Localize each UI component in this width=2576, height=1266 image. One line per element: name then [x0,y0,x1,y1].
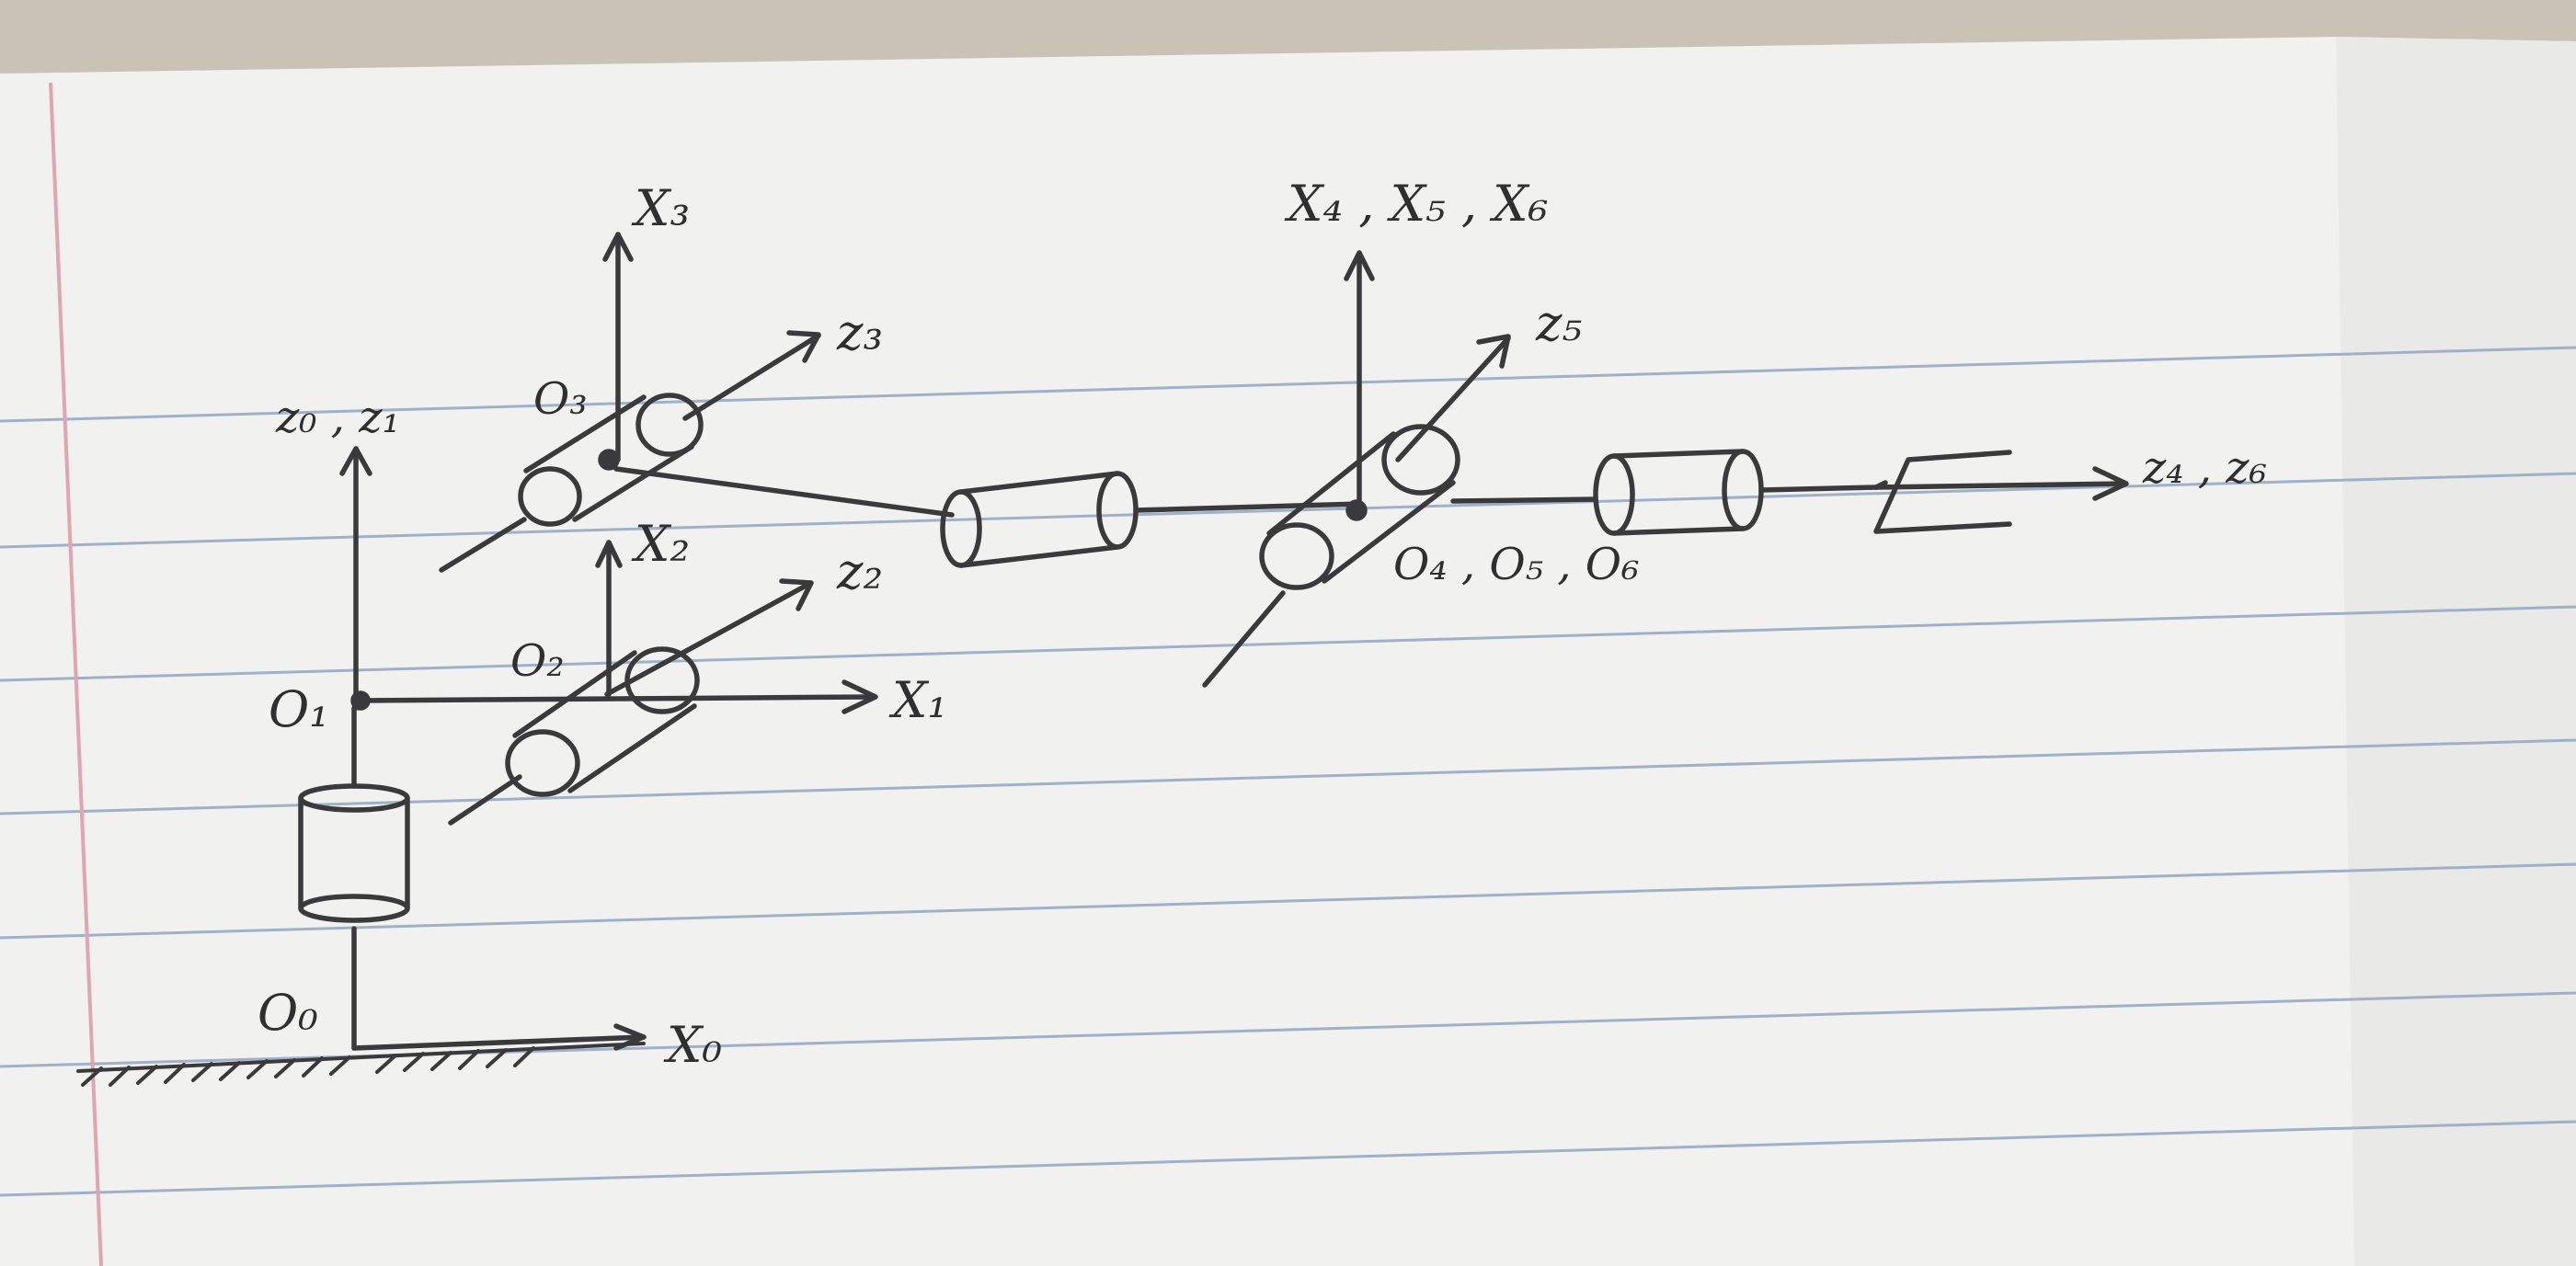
z0-z1-axis-arrow [339,446,372,711]
z5-axis-arrow [1395,334,1511,462]
label-z5: z₅ [1535,294,1582,352]
label-z3: z₃ [836,303,883,361]
label-z2: z₂ [836,542,883,600]
tool-cylinder [1593,449,1879,536]
wrist-link [1450,496,1598,504]
label-o2: O₂ [510,635,565,687]
label-x0: X₀ [663,1016,722,1074]
notebook-page [0,37,2576,1266]
z2-axis-arrow [604,578,814,697]
z3-axis-arrow [682,330,821,421]
label-z4-z6: z₄ , z₆ [2142,442,2267,494]
label-x1: X₁ [888,671,947,729]
label-o1: O₁ [269,680,329,738]
wrist-cylinder [1202,424,1460,688]
upper-arm-link [613,466,955,518]
joint3-cylinder [439,393,704,573]
ground-hatching [76,1042,646,1087]
forearm-cylinder [940,471,1364,568]
label-x2: X₂ [631,515,690,573]
x2-axis-arrow [595,540,623,697]
label-o4-o5-o6: O₄ , O₅ , O₆ [1393,539,1639,590]
x4-x5-x6-axis-arrow [1344,250,1375,513]
label-o-base: O₀ [258,984,318,1042]
x3-axis-arrow [602,232,634,462]
label-z0-z1: z₀ , z₁ [275,392,400,443]
x1-axis-arrow [350,679,878,714]
joint1-vertical-cylinder [298,705,410,923]
base-frame [351,926,647,1051]
z4-z6-axis-arrow [1873,466,2129,501]
label-o3: O₃ [533,373,588,425]
notebook-next-page [2336,37,2576,1266]
frame-labels: z₀ , z₁ O₁ O₀ X₀ X₁ O₂ X₂ z₂ O₃ X₃ z₃ X₄… [258,175,2267,1074]
label-x3: X₃ [631,179,690,237]
label-x4-x5-x6: X₄ , X₅ , X₆ [1284,175,1548,233]
